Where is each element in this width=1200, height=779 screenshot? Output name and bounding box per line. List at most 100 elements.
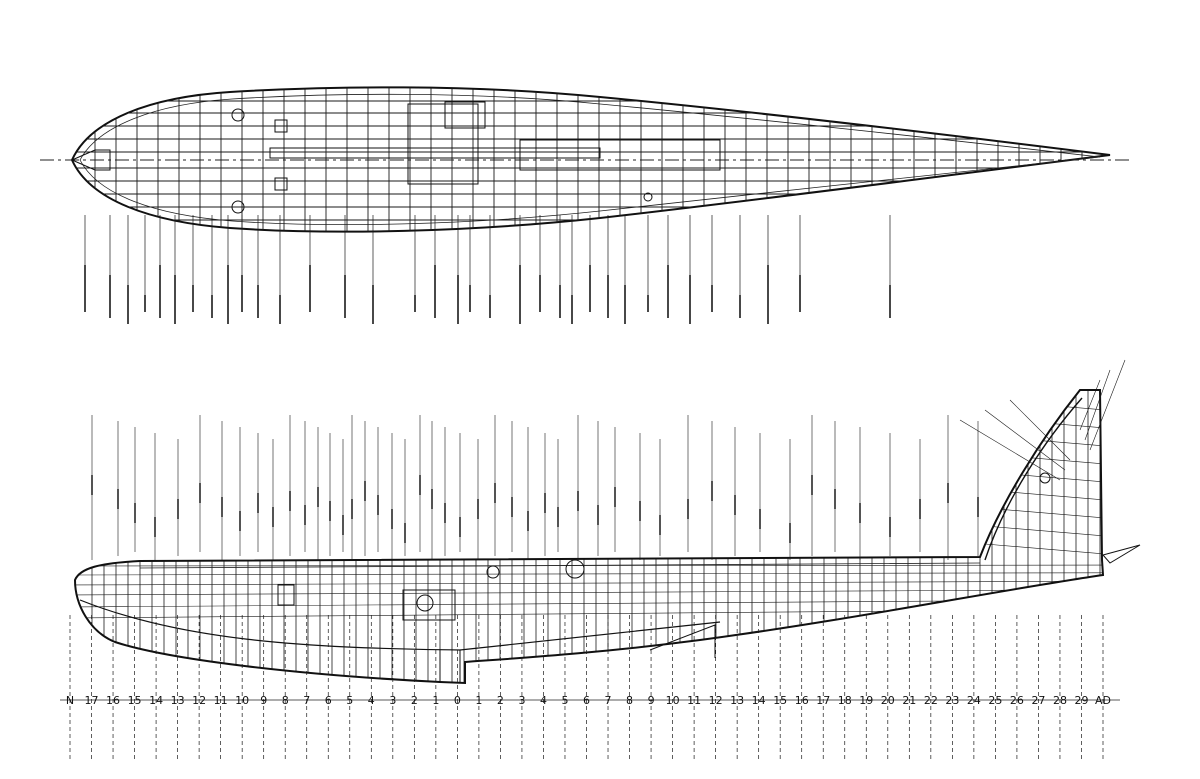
profile-sheer-line <box>139 562 981 569</box>
station-label: 9 <box>648 694 655 707</box>
plan-view <box>40 86 1130 324</box>
profile-leader-lines <box>91 359 1126 560</box>
station-label: 18 <box>838 694 852 707</box>
station-ticks <box>69 615 1104 760</box>
fin-rib <box>984 399 1103 411</box>
profile-fin-edge <box>984 397 1083 561</box>
station-label: 9 <box>260 694 267 707</box>
station-label: 5 <box>346 694 353 707</box>
profile-stringer <box>75 589 1103 596</box>
station-label: 8 <box>626 694 633 707</box>
station-label: 7 <box>605 694 612 707</box>
station-label: 27 <box>1031 694 1045 707</box>
fin-rib <box>984 453 1103 465</box>
station-label: 12 <box>709 694 723 707</box>
plan-bow-detail <box>70 149 111 171</box>
station-label: 7 <box>303 694 310 707</box>
station-label: 21 <box>902 694 916 707</box>
profile-cockpit <box>277 584 295 606</box>
station-label: 17 <box>85 694 99 707</box>
profile-stringer <box>75 599 1103 608</box>
station-label: 13 <box>730 694 744 707</box>
station-label: 1 <box>432 694 439 707</box>
station-label: 4 <box>368 694 375 707</box>
station-label: 14 <box>752 694 766 707</box>
profile-chine <box>79 599 721 651</box>
plan-porthole <box>231 200 245 214</box>
station-label: 16 <box>795 694 809 707</box>
station-label: 3 <box>389 694 396 707</box>
station-label: 2 <box>411 694 418 707</box>
plan-keel-strip <box>269 147 601 159</box>
station-label: 20 <box>881 694 895 707</box>
plan-inner-outline <box>79 93 1101 226</box>
plan-outline <box>70 86 1111 233</box>
fin-leader <box>1084 369 1111 441</box>
station-label: 24 <box>967 694 981 707</box>
profile-equipment <box>277 472 1051 621</box>
station-label: 6 <box>325 694 332 707</box>
station-label: 22 <box>924 694 938 707</box>
station-label: 19 <box>859 694 873 707</box>
profile-fin-fitting <box>1039 472 1051 484</box>
fin-rib <box>984 489 1103 501</box>
station-label: 11 <box>687 694 701 707</box>
station-label: 14 <box>149 694 163 707</box>
fin-leader <box>1079 379 1101 431</box>
profile-tail-stub <box>1102 544 1141 564</box>
plan-leader-lines <box>84 215 891 324</box>
fin-leader <box>1089 359 1126 451</box>
fin-rib <box>984 417 1103 429</box>
station-label: 3 <box>518 694 525 707</box>
station-label: 11 <box>214 694 228 707</box>
profile-outline <box>73 389 1105 685</box>
profile-porthole <box>565 559 585 579</box>
station-label: 10 <box>235 694 249 707</box>
plan-fitting <box>274 177 288 191</box>
station-label: 8 <box>282 694 289 707</box>
station-label: N <box>66 694 74 707</box>
profile-stringer <box>75 608 1103 619</box>
station-label: 4 <box>540 694 547 707</box>
station-label: 17 <box>816 694 830 707</box>
fin-leader <box>1009 399 1071 461</box>
plan-fitting <box>274 119 288 133</box>
fin-rib <box>984 525 1103 537</box>
plan-hatch <box>407 103 479 185</box>
profile-stringer <box>75 572 1103 576</box>
plan-keel-strip <box>519 139 721 171</box>
plan-hatch <box>444 101 486 129</box>
station-label: 12 <box>192 694 206 707</box>
profile-stringer <box>75 580 1103 586</box>
station-label: 5 <box>561 694 568 707</box>
plan-porthole <box>231 108 245 122</box>
station-label: 13 <box>171 694 185 707</box>
station-label: AD <box>1095 694 1111 707</box>
station-label: 15 <box>128 694 142 707</box>
station-label: 0 <box>454 694 461 707</box>
plan-porthole <box>643 192 653 202</box>
fin-leader <box>984 409 1066 471</box>
fin-leader <box>959 419 1061 481</box>
fin-rib <box>984 507 1103 519</box>
profile-porthole <box>486 565 500 579</box>
profile-hatch <box>402 589 456 621</box>
station-label: 10 <box>666 694 680 707</box>
station-label: 26 <box>1010 694 1024 707</box>
profile-step <box>439 624 716 683</box>
station-label: 28 <box>1053 694 1067 707</box>
station-label: 23 <box>945 694 959 707</box>
station-label: 1 <box>475 694 482 707</box>
station-label: 6 <box>583 694 590 707</box>
profile-porthole <box>416 594 434 612</box>
station-label: 15 <box>773 694 787 707</box>
station-label: 25 <box>988 694 1002 707</box>
fin-rib <box>984 543 1103 555</box>
station-label: 16 <box>106 694 120 707</box>
station-label: 29 <box>1074 694 1088 707</box>
station-label: 2 <box>497 694 504 707</box>
plan-equipment <box>231 101 721 214</box>
